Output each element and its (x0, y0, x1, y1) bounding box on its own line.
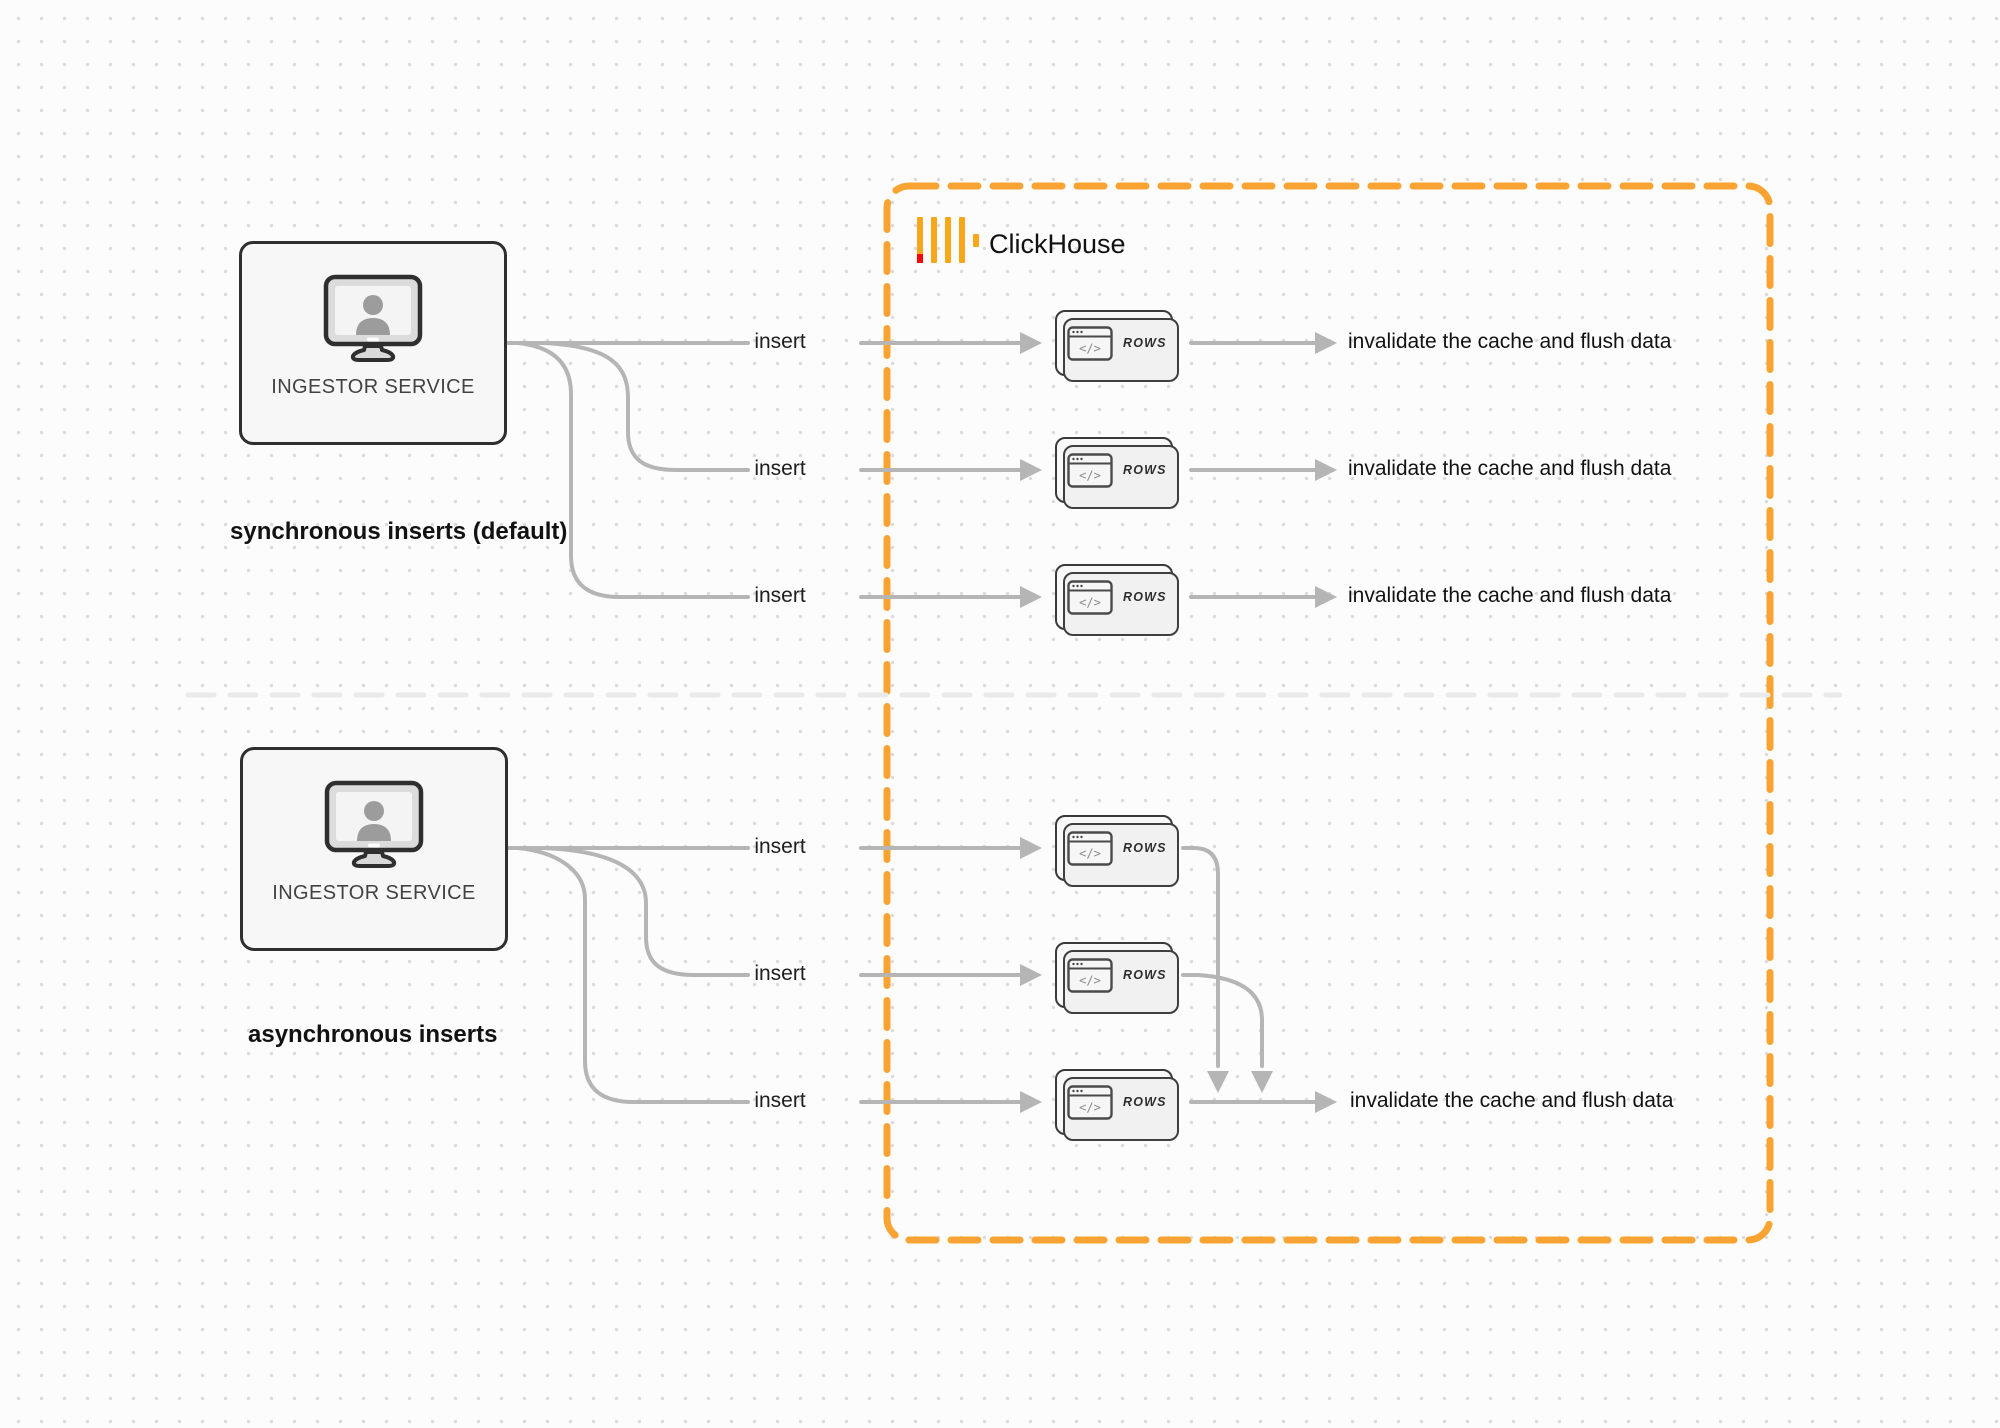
async-merge-connector-1 (1181, 846, 1220, 1068)
arrowhead-down (1251, 1071, 1273, 1093)
insert-label: insert (754, 584, 806, 607)
rows-card: </> ROWS (1055, 1069, 1179, 1141)
rows-label: ROWS (1123, 1095, 1167, 1109)
svg-text:</>: </> (1079, 595, 1101, 609)
monitor-user-icon (324, 780, 424, 868)
rows-card: </> ROWS (1055, 942, 1179, 1014)
clickhouse-logo (917, 217, 979, 263)
insert-label: insert (754, 962, 806, 985)
rows-label: ROWS (1123, 336, 1167, 350)
code-window-icon: </> (1067, 579, 1113, 615)
rows-card: </> ROWS (1055, 815, 1179, 887)
sync-caption: synchronous inserts (default) (230, 518, 568, 545)
svg-text:</>: </> (1079, 846, 1101, 860)
outcome-label: invalidate the cache and flush data (1348, 330, 1672, 353)
service-label: INGESTOR SERVICE (271, 376, 475, 398)
clickhouse-logo-bar (931, 217, 937, 263)
arrowhead (1020, 837, 1042, 859)
clickhouse-boundary-box (883, 182, 1774, 1244)
arrowhead-down (1207, 1071, 1229, 1093)
sync-branch-3 (516, 341, 750, 599)
arrowhead (1315, 332, 1337, 354)
svg-text:</>: </> (1079, 341, 1101, 355)
rows-card: </> ROWS (1055, 310, 1179, 382)
rows-label: ROWS (1123, 590, 1167, 604)
rows-card: </> ROWS (1055, 564, 1179, 636)
arrowhead (1315, 586, 1337, 608)
clickhouse-logo-dot (973, 234, 979, 247)
async-branch-3 (516, 846, 750, 1104)
async-merge-connector-2 (1181, 973, 1264, 1068)
insert-label: insert (754, 457, 806, 480)
arrowhead (1020, 332, 1042, 354)
code-window-icon: </> (1067, 325, 1113, 361)
insert-label: insert (754, 330, 806, 353)
svg-text:</>: </> (1079, 468, 1101, 482)
rows-label: ROWS (1123, 968, 1167, 982)
code-window-icon: </> (1067, 957, 1113, 993)
clickhouse-label: ClickHouse (989, 229, 1126, 259)
insert-label: insert (754, 835, 806, 858)
code-window-icon: </> (1067, 830, 1113, 866)
arrowhead (1020, 1091, 1042, 1113)
outcome-label: invalidate the cache and flush data (1348, 584, 1672, 607)
ingestor-service-box-sync: INGESTOR SERVICE (239, 241, 507, 445)
service-label: INGESTOR SERVICE (272, 882, 476, 904)
rows-card: </> ROWS (1055, 437, 1179, 509)
clickhouse-logo-bar (917, 217, 923, 263)
insert-label: insert (754, 1089, 806, 1112)
clickhouse-logo-bar (959, 217, 965, 263)
monitor-user-icon (323, 274, 423, 362)
arrowhead (1020, 459, 1042, 481)
code-window-icon: </> (1067, 452, 1113, 488)
svg-text:</>: </> (1079, 973, 1101, 987)
sync-branch-2 (541, 341, 750, 472)
arrowhead (1020, 586, 1042, 608)
rows-label: ROWS (1123, 463, 1167, 477)
rows-label: ROWS (1123, 841, 1167, 855)
async-branch-2 (541, 846, 750, 977)
outcome-label: invalidate the cache and flush data (1348, 457, 1672, 480)
arrowhead (1315, 1091, 1337, 1113)
clickhouse-logo-bar (945, 217, 951, 263)
arrowhead (1020, 964, 1042, 986)
svg-text:</>: </> (1079, 1100, 1101, 1114)
ingestor-service-box-async: INGESTOR SERVICE (240, 747, 508, 951)
arrowhead (1315, 459, 1337, 481)
code-window-icon: </> (1067, 1084, 1113, 1120)
async-caption: asynchronous inserts (248, 1021, 498, 1048)
outcome-label: invalidate the cache and flush data (1350, 1089, 1674, 1112)
